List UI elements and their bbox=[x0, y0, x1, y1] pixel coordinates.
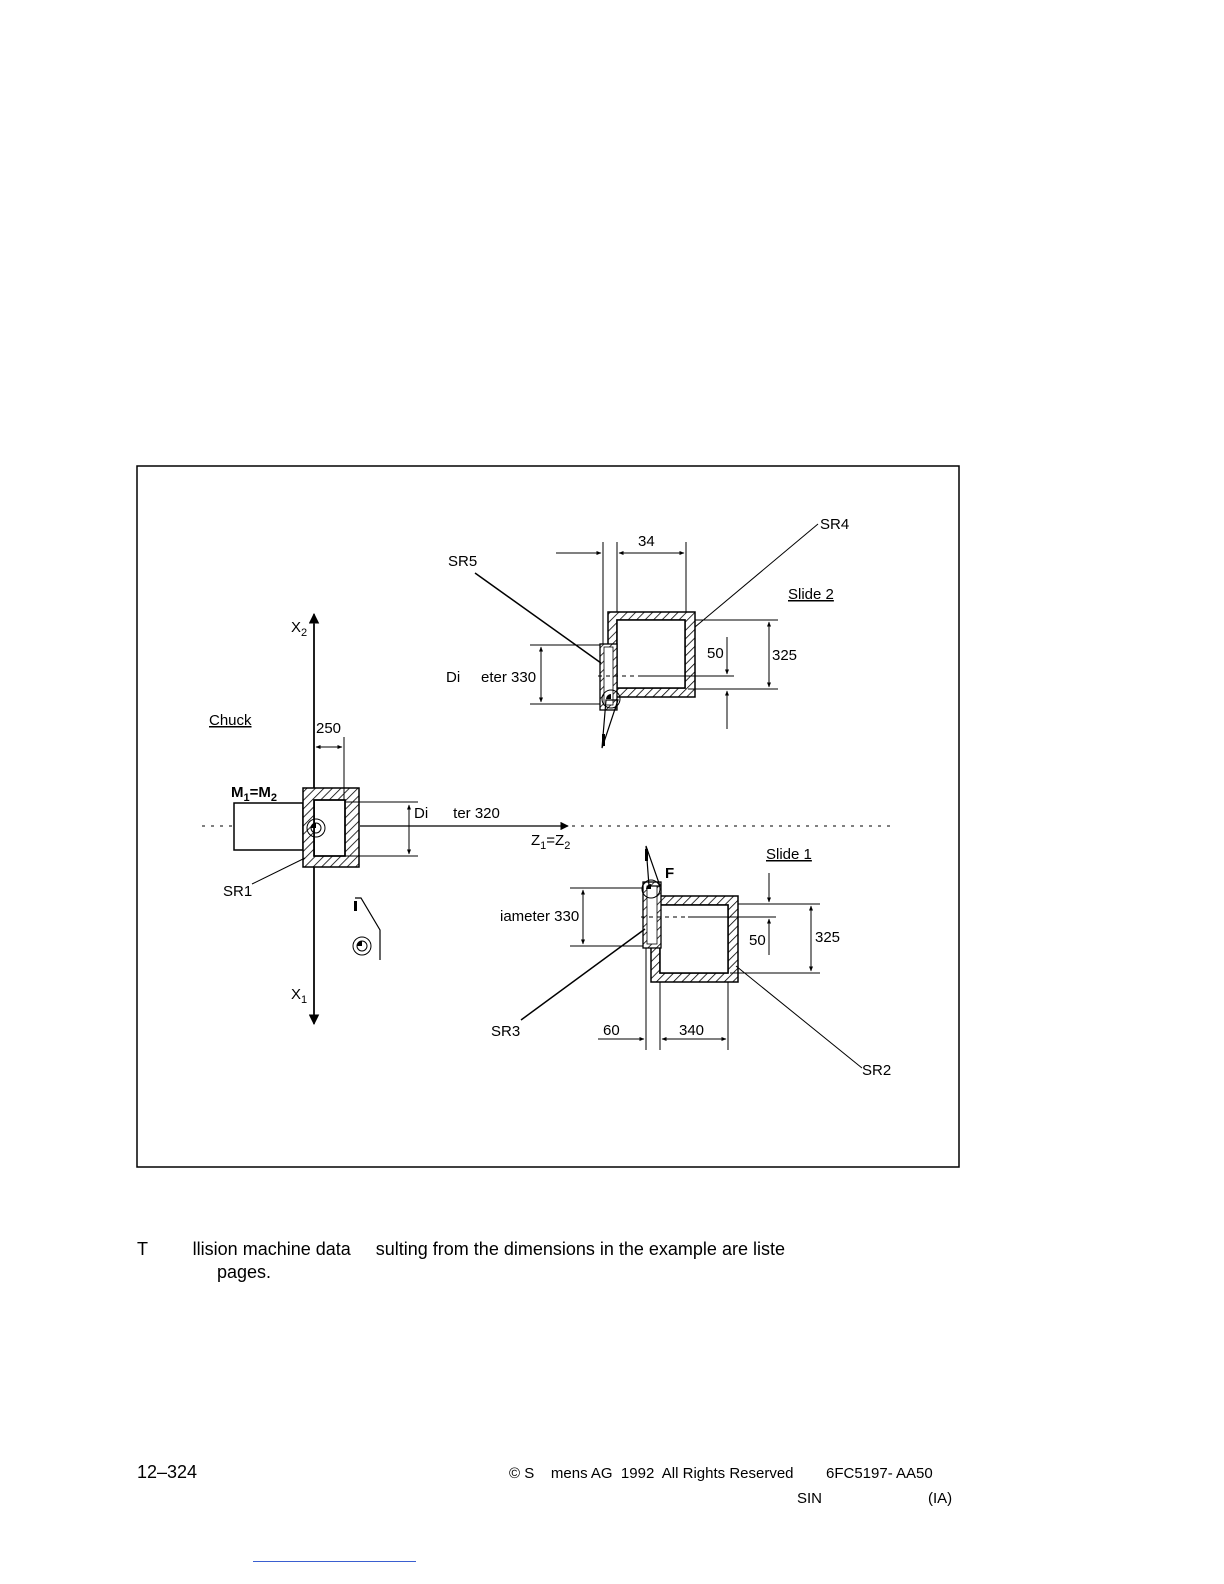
slide1-label: Slide 1 bbox=[766, 846, 812, 863]
dim-250-label: 250 bbox=[316, 720, 341, 737]
sr4-leader bbox=[694, 523, 819, 628]
x1-axis-label: X1 bbox=[291, 986, 307, 1006]
sr5-label: SR5 bbox=[448, 553, 477, 570]
sr2-turret bbox=[650, 895, 739, 983]
diameter-320-label: Di ter 320 bbox=[414, 805, 500, 822]
sr4-label: SR4 bbox=[820, 516, 849, 533]
dim-340-label: 340 bbox=[679, 1022, 704, 1039]
chuck-body bbox=[233, 802, 304, 851]
sr1-label: SR1 bbox=[223, 883, 252, 900]
chuck-label: Chuck bbox=[209, 712, 252, 729]
document-number: 6FC5197- AA50 bbox=[826, 1465, 933, 1482]
tool-symbol-1 bbox=[352, 897, 381, 960]
figure-frame bbox=[136, 465, 960, 1168]
sr5-tool-holder bbox=[599, 643, 621, 749]
caption-line-2: pages. bbox=[217, 1262, 272, 1282]
page-number: 12–324 bbox=[137, 1462, 198, 1482]
x2-axis-label: X2 bbox=[291, 619, 307, 639]
dim-50-bottom-label: 50 bbox=[749, 932, 766, 949]
dim-325-top-label: 325 bbox=[772, 647, 797, 664]
footer-link-underline[interactable] bbox=[253, 1561, 416, 1562]
dim-34-label: 34 bbox=[638, 533, 655, 550]
dim-50-top-label: 50 bbox=[707, 645, 724, 662]
slide2-label: Slide 2 bbox=[788, 586, 834, 603]
sr5-leader bbox=[474, 572, 602, 664]
diameter-330-bottom-label: iameter 330 bbox=[500, 908, 579, 925]
sr1-leader bbox=[251, 857, 306, 885]
sr4-turret bbox=[607, 611, 696, 698]
footer-ia: (IA) bbox=[928, 1490, 953, 1507]
sr2-leader bbox=[735, 965, 863, 1069]
machine-zero-symbol bbox=[306, 818, 326, 838]
dim-325-bottom-label: 325 bbox=[815, 929, 840, 946]
sr3-leader bbox=[520, 928, 646, 1021]
sr3-tool-holder bbox=[641, 845, 662, 949]
copyright-notice: © S mens AG 1992 All Rights Reserved bbox=[509, 1465, 794, 1482]
diameter-330-top-label: Di eter 330 bbox=[446, 669, 536, 686]
m1-m2-label: M1=M2 bbox=[231, 784, 277, 804]
sr3-label: SR3 bbox=[491, 1023, 520, 1040]
footer-sin: SIN bbox=[797, 1490, 823, 1507]
z-axis-label: Z1=Z2 bbox=[531, 832, 570, 852]
caption-line-1: T llision machine data sulting from the … bbox=[137, 1239, 785, 1259]
f-label: F bbox=[665, 865, 674, 882]
sr2-label: SR2 bbox=[862, 1062, 891, 1079]
dim-60-label: 60 bbox=[603, 1022, 620, 1039]
